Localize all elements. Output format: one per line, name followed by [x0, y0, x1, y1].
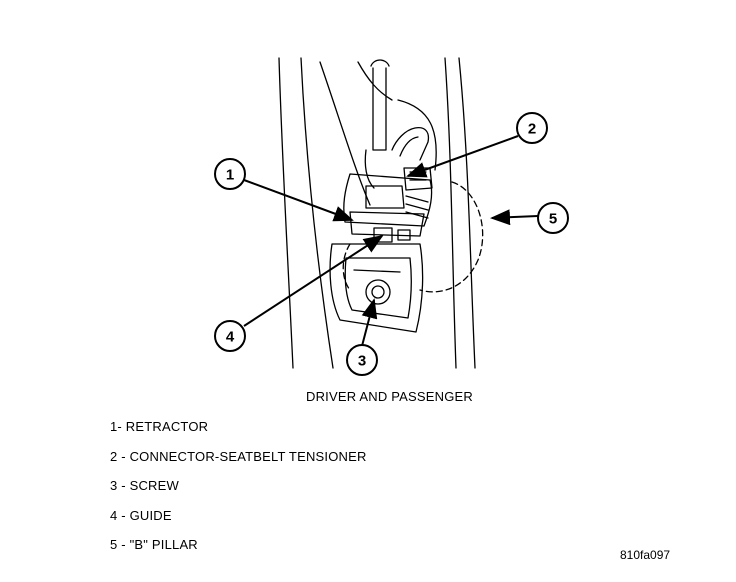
- b-pillar-dashed-outline-2: [342, 243, 351, 291]
- pillar-panel-line: [319, 61, 371, 206]
- belt-webbing: [372, 67, 387, 151]
- figure-id: 810fa097: [620, 548, 671, 562]
- tensioner-tube: [391, 126, 430, 161]
- callout-number-2: 2: [528, 121, 536, 138]
- legend-item-connector: 2 - CONNECTOR-SEATBELT TENSIONER: [110, 448, 367, 464]
- leader-line-3: [361, 298, 378, 347]
- callout-circle-2: [516, 112, 548, 144]
- callout-number-5: 5: [549, 211, 557, 228]
- legend-item-retractor: 1- RETRACTOR: [110, 419, 209, 434]
- callout-number-3: 3: [358, 353, 366, 370]
- access-panel-outer: [329, 243, 424, 333]
- pillar-right-outer-edge: [458, 57, 476, 369]
- callout-number-4: 4: [226, 329, 235, 346]
- pillar-right-inner-edge: [444, 57, 457, 369]
- guide-tab: [397, 229, 411, 241]
- screw-head-inner: [371, 285, 385, 299]
- retractor-housing: [343, 173, 433, 227]
- pillar-left-outer-edge: [278, 57, 294, 369]
- pillar-panel-line-2: [357, 61, 393, 101]
- pillar-trim-curve: [397, 99, 437, 171]
- legend-item-b-pillar: 5 - "B" PILLAR: [110, 537, 198, 552]
- callout-number-1: 1: [226, 167, 234, 184]
- diagram-caption: DRIVER AND PASSENGER: [306, 389, 474, 404]
- parts-legend: 1- RETRACTOR 2 - CONNECTOR-SEATBELT TENS…: [110, 419, 367, 567]
- leader-line-2: [406, 135, 519, 178]
- leader-line-1: [243, 179, 354, 222]
- belt-webbing-fold: [364, 149, 375, 189]
- callout-circle-5: [537, 202, 569, 234]
- callout-circle-4: [214, 320, 246, 352]
- access-panel-line: [353, 269, 401, 273]
- callout-circle-1: [214, 158, 246, 190]
- callout-circle-3: [346, 344, 378, 376]
- retractor-bracket: [349, 211, 425, 237]
- b-pillar-dashed-outline: [419, 181, 484, 293]
- legend-item-screw: 3 - SCREW: [110, 478, 179, 493]
- screw-head: [365, 279, 391, 305]
- legend-item-guide: 4 - GUIDE: [110, 507, 172, 523]
- retractor-spool: [365, 185, 405, 209]
- belt-webbing-top: [370, 59, 390, 67]
- tensioner-tube-inner: [399, 136, 419, 157]
- retractor-stripes: [405, 195, 429, 219]
- access-panel-inner: [344, 257, 412, 319]
- leader-line-4: [243, 234, 384, 327]
- pillar-left-inner-edge: [300, 57, 334, 369]
- leader-line-5: [490, 209, 539, 226]
